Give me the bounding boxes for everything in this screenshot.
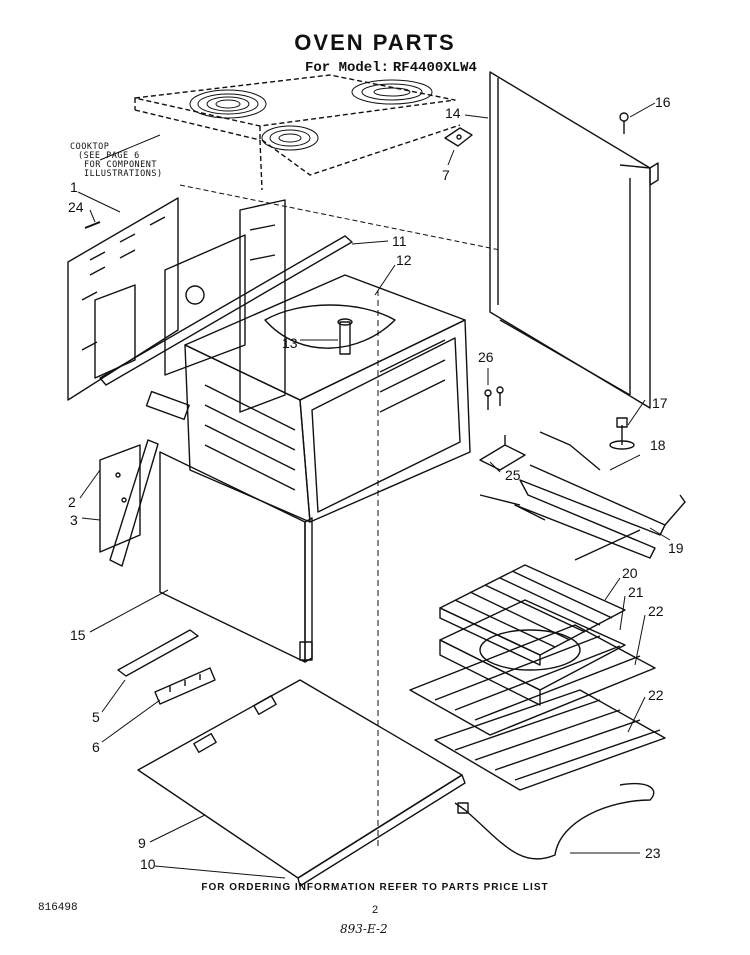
ordering-note: FOR ORDERING INFORMATION REFER TO PARTS …	[201, 882, 549, 893]
callout-3: 3	[70, 512, 78, 528]
model-prefix: For Model:	[305, 60, 390, 76]
page-number: 2	[372, 904, 379, 916]
callout-19: 19	[668, 540, 684, 556]
callout-15: 15	[70, 627, 86, 643]
callout-10: 10	[140, 856, 156, 872]
cooktop-outline	[134, 74, 461, 176]
callout-11: 11	[392, 233, 407, 249]
cooktop-note-line-3: FOR COMPONENT	[84, 160, 158, 170]
callout-7: 7	[442, 167, 450, 183]
bracket-25-icon	[479, 435, 526, 471]
cooktop-coil-icon	[189, 79, 433, 151]
cooktop-note-line-4: ILLUSTRATIONS)	[84, 169, 163, 179]
callout-22-upper: 22	[648, 603, 664, 619]
callout-2: 2	[68, 494, 76, 510]
back-panel	[489, 71, 659, 409]
handwritten-note: 893-E-2	[340, 922, 388, 936]
screw-16-icon	[619, 112, 629, 134]
callout-6: 6	[92, 739, 100, 755]
strip-5	[117, 629, 199, 677]
callout-20: 20	[622, 565, 638, 581]
door-stop	[145, 390, 190, 421]
leader-lines	[77, 102, 671, 879]
door-panel	[159, 451, 313, 663]
callout-22-lower: 22	[648, 687, 664, 703]
bottom-panel	[137, 679, 466, 887]
callout-13: 13	[282, 335, 298, 351]
rail-11	[99, 235, 353, 386]
callout-18: 18	[650, 437, 666, 453]
screws-26-icon	[484, 386, 504, 410]
page-title: OVEN PARTS	[294, 30, 456, 55]
callout-26: 26	[478, 349, 494, 365]
hinge-bracket	[99, 444, 141, 553]
callout-numbers: 1 24 11 12 13 14 16 7 26 17 18 25 19 2 3…	[68, 94, 684, 872]
callout-16: 16	[655, 94, 671, 110]
leveling-leg-icon	[609, 417, 635, 450]
bracket-7-icon	[444, 127, 473, 147]
model-subtitle: For Model: RF4400XLW4	[305, 58, 477, 76]
broil-element	[479, 431, 686, 561]
oven-rack-lower	[434, 689, 666, 791]
gasket-3	[109, 439, 159, 567]
broil-pan-grid	[439, 564, 626, 666]
document-number: 816498	[38, 902, 78, 914]
model-number: RF4400XLW4	[392, 60, 477, 76]
side-panel-left	[67, 197, 179, 401]
cooktop-note-line-1: COOKTOP	[70, 142, 110, 152]
oven-rack-upper	[409, 624, 656, 736]
callout-21: 21	[628, 584, 644, 600]
callout-23: 23	[645, 845, 661, 861]
callout-24: 24	[68, 199, 84, 215]
terminal-block-6	[154, 667, 216, 705]
callout-1: 1	[70, 179, 78, 195]
callout-14: 14	[445, 105, 461, 121]
callout-17: 17	[652, 395, 668, 411]
callout-25: 25	[505, 467, 521, 483]
cooktop-note-line-2: (SEE PAGE 6	[78, 151, 140, 161]
callout-12: 12	[396, 252, 412, 268]
oven-liner	[184, 274, 471, 523]
oven-light-icon	[264, 304, 396, 355]
callout-5: 5	[92, 709, 100, 725]
bake-element	[454, 783, 655, 860]
callout-9: 9	[138, 835, 146, 851]
broil-pan	[439, 599, 626, 706]
side-panel-right	[239, 199, 286, 413]
